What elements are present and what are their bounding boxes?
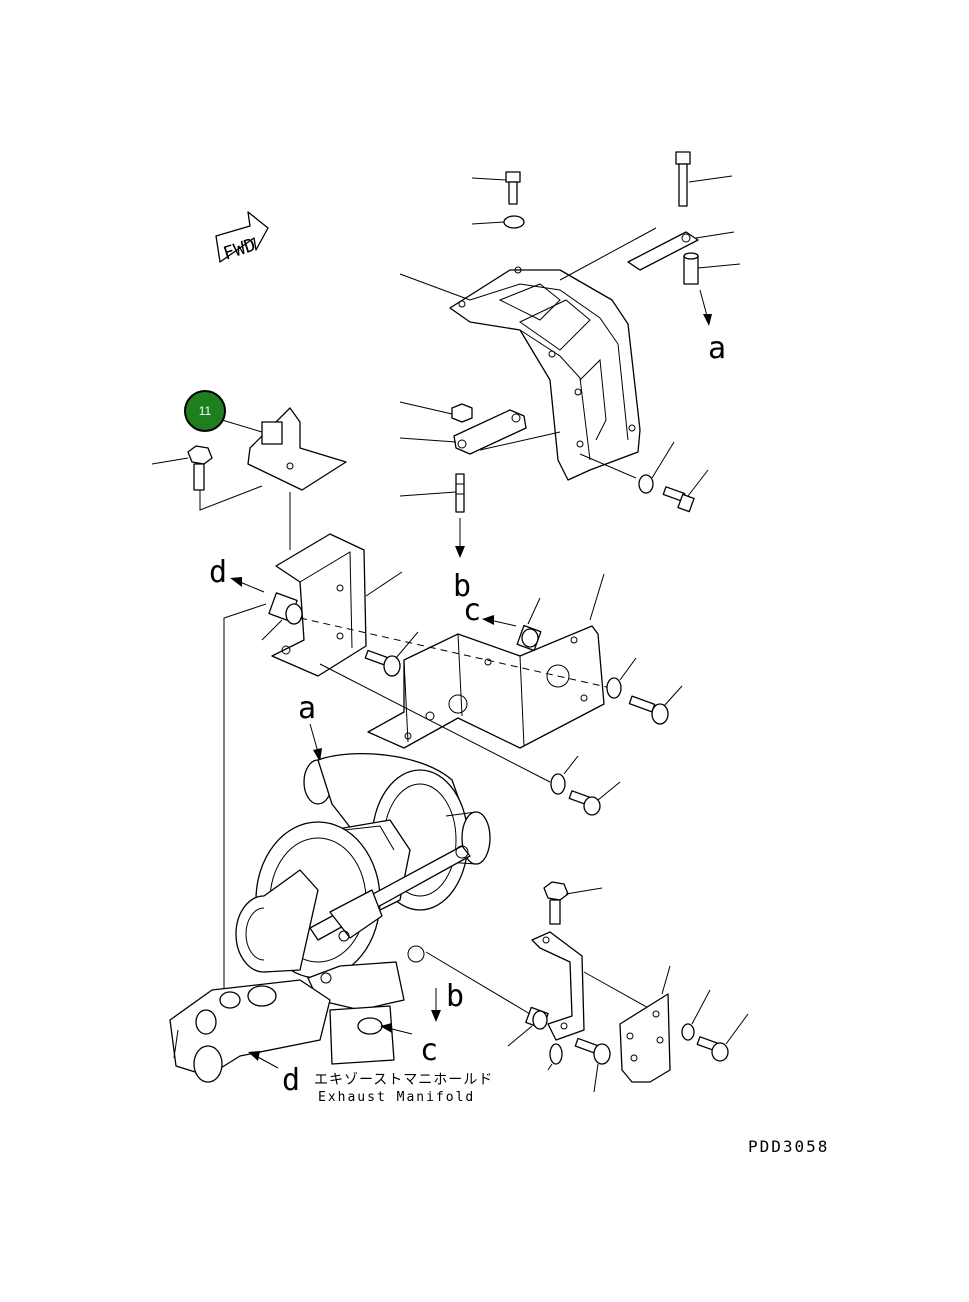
lower-bracket-group: [507, 881, 749, 1093]
turbocharger-assembly: a: [169, 691, 531, 1098]
ref-letter-d-mid: d: [209, 555, 227, 590]
stud: [455, 473, 465, 513]
caption-english: Exhaust Manifold: [318, 1090, 475, 1105]
bolt: [568, 790, 601, 816]
bracket-11: [247, 407, 347, 491]
bolt: [187, 445, 213, 491]
bolt: [628, 695, 669, 725]
mount-bracket: [271, 533, 367, 677]
support-strap: [531, 931, 585, 1041]
spacer: [525, 1006, 549, 1030]
bushing: [268, 592, 303, 625]
upper-bracket-group: a: [399, 151, 741, 513]
nut: [451, 403, 473, 423]
washer: [681, 1023, 695, 1041]
ref-letter-d-low: d: [282, 1063, 300, 1098]
washer: [606, 677, 622, 699]
bushing: [516, 624, 542, 652]
bolt: [471, 171, 521, 205]
box-bracket: [367, 625, 605, 749]
fwd-arrow: FWD: [215, 211, 269, 265]
ref-letter-c-mid: c: [463, 593, 481, 628]
strap: [627, 231, 699, 271]
bolt: [543, 881, 569, 925]
badge-number: 11: [199, 404, 212, 418]
bolt: [574, 1037, 611, 1065]
washer: [549, 1043, 563, 1065]
ref-letter-a-low: a: [298, 691, 316, 726]
box-bracket-group: c: [299, 573, 683, 816]
bolt: [662, 486, 695, 513]
link-plate: [453, 409, 527, 455]
callout-badge-11[interactable]: 11: [184, 390, 226, 432]
washer: [550, 773, 566, 795]
washer: [638, 474, 654, 494]
ref-letter-b-low: b: [446, 979, 464, 1014]
nut-and-link-group: b: [399, 401, 561, 604]
ref-letter-b-mid: b: [453, 569, 471, 604]
long-bolt: [675, 151, 733, 207]
left-bracket-group: d: [151, 407, 419, 1010]
caption-japanese: エキゾーストマニホールド: [314, 1072, 493, 1088]
bolt: [696, 1036, 729, 1062]
washer: [503, 215, 525, 229]
fwd-label: FWD: [221, 235, 258, 265]
ref-letter-c-low: c: [420, 1033, 438, 1068]
drawing-code: PDD3058: [748, 1137, 829, 1156]
mount-plate: [619, 993, 671, 1083]
spacer-sleeve: [683, 252, 741, 285]
ref-letter-a-top: a: [708, 331, 726, 366]
bolt: [364, 649, 401, 677]
